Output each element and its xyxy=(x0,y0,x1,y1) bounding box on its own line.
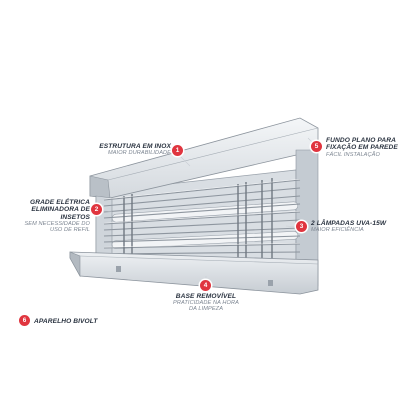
callout-1-subtitle: MAIOR DURABILIDADE xyxy=(107,150,171,157)
callout-2-subtitle-line-1: SEM NECESSIDADE DO xyxy=(24,220,90,227)
callout-2-title-line-2: ELIMINADORA DE INSETOS xyxy=(31,206,90,221)
callout-6: APARELHO BIVOLT xyxy=(34,318,154,325)
badge-1: 1 xyxy=(172,145,183,156)
callout-4-subtitle-line-1: PRATICIDADE NA HORA xyxy=(173,300,239,307)
callout-5: FUNDO PLANO PARA FIXAÇÃO EM PAREDE FÁCIL… xyxy=(326,137,418,158)
callout-4: BASE REMOVÍVEL PRATICIDADE NA HORA DA LI… xyxy=(150,293,262,313)
callout-5-title-line-1: FUNDO PLANO PARA xyxy=(326,137,396,144)
callout-2-subtitle-line-2: USO DE REFIL xyxy=(49,226,90,233)
callout-4-subtitle-line-2: DA LIMPEZA xyxy=(188,306,224,313)
callout-2-title-line-1: GRADE ELÉTRICA xyxy=(29,199,90,206)
callout-3-title: 2 LÂMPADAS UVA-15W xyxy=(311,220,387,227)
callout-1: ESTRUTURA EM INOX MAIOR DURABILIDADE xyxy=(78,143,171,156)
base-foot xyxy=(268,280,273,286)
callout-3: 2 LÂMPADAS UVA-15W MAIOR EFICIÊNCIA xyxy=(311,220,417,233)
callout-5-subtitle: FÁCIL INSTALAÇÃO xyxy=(326,151,380,158)
callout-6-title: APARELHO BIVOLT xyxy=(34,318,98,325)
base-foot xyxy=(116,266,121,272)
badge-4: 4 xyxy=(200,280,211,291)
callout-5-title-line-2: FIXAÇÃO EM PAREDE xyxy=(326,144,398,152)
badge-3: 3 xyxy=(296,221,307,232)
callout-1-title: ESTRUTURA EM INOX xyxy=(99,143,171,150)
callout-3-subtitle: MAIOR EFICIÊNCIA xyxy=(311,227,364,234)
callout-2: GRADE ELÉTRICA ELIMINADORA DE INSETOS SE… xyxy=(4,199,90,233)
uv-lamps xyxy=(111,201,299,249)
electric-grid xyxy=(103,179,301,255)
badge-6: 6 xyxy=(19,315,30,326)
badge-5: 5 xyxy=(311,141,322,152)
callout-4-title: BASE REMOVÍVEL xyxy=(175,293,237,300)
badge-2: 2 xyxy=(91,204,102,215)
